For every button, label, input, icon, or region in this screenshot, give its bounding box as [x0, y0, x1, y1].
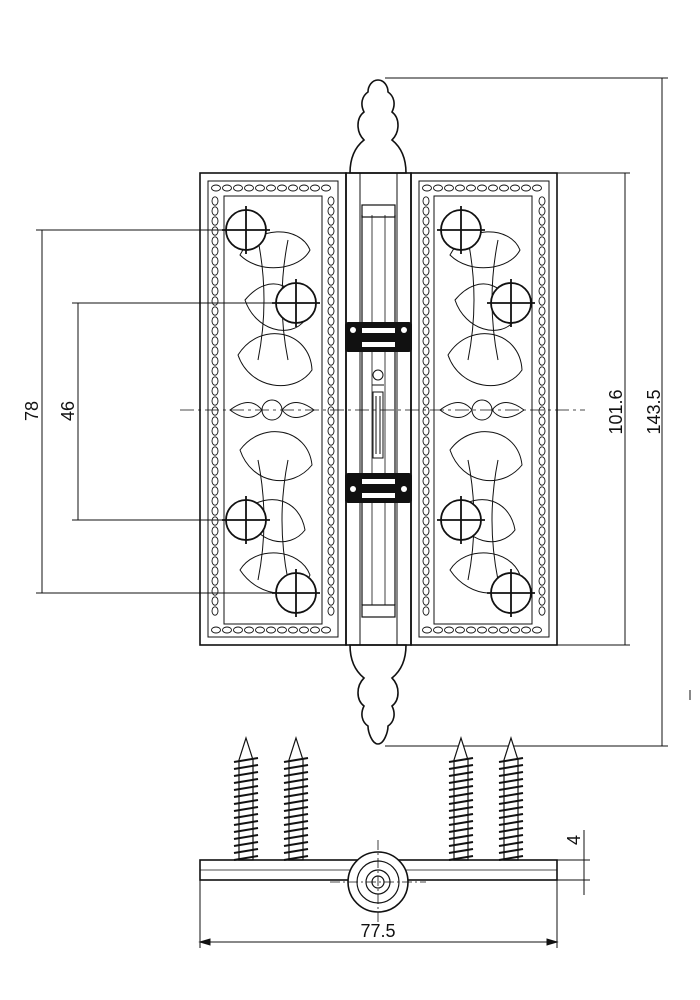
- top-finial: [349, 79, 407, 174]
- left-leaf: [199, 172, 347, 646]
- hinge-front-view: [180, 79, 585, 745]
- screws: [233, 736, 524, 861]
- right-leaf-ornament: [439, 231, 525, 594]
- thickness-dimension: [557, 830, 590, 895]
- right-leaf: [410, 172, 558, 646]
- dim-open-width: 77.5: [360, 921, 395, 941]
- hinge-end-view: 4 77.5: [198, 736, 590, 948]
- screw: [498, 736, 524, 861]
- screw-hole-right-4: [487, 569, 535, 617]
- bearing-lower: [345, 473, 412, 503]
- left-leaf-ornament: [229, 231, 315, 594]
- bottom-finial: [349, 644, 407, 745]
- hinge-knuckle: [345, 172, 412, 646]
- dimension-lines: [36, 77, 691, 747]
- dim-total-height: 143.5: [644, 389, 664, 434]
- screw-hole-right-2: [487, 279, 535, 327]
- right-leaf-bead-border: [422, 184, 546, 634]
- dim-thickness: 4: [564, 835, 584, 845]
- end-view-knuckle: [330, 840, 426, 922]
- dim-leaf-height: 101.6: [606, 389, 626, 434]
- screw: [448, 736, 474, 861]
- screw-hole-right-1: [437, 206, 485, 254]
- dim-inner-hole-spacing: 46: [58, 401, 78, 421]
- screw: [233, 736, 259, 861]
- dim-outer-hole-spacing: 78: [22, 401, 42, 421]
- screw: [283, 736, 309, 861]
- screw-hole-right-3: [437, 496, 485, 544]
- width-dimension: [198, 880, 559, 948]
- maker-logo: [372, 369, 384, 459]
- bearing-upper: [345, 322, 412, 352]
- left-leaf-bead-border: [211, 184, 335, 634]
